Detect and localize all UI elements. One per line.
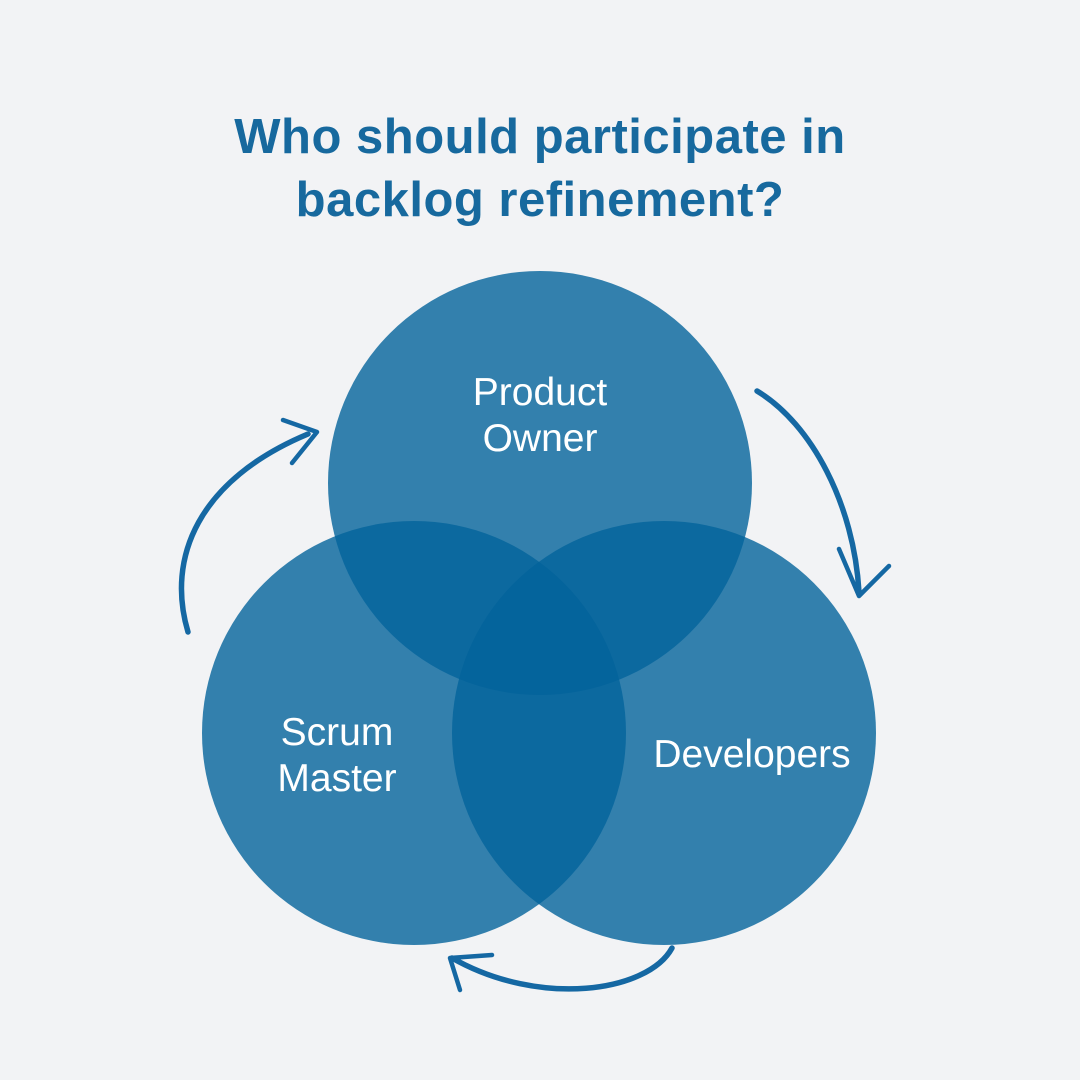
page-title-line-1: Who should participate in (234, 110, 846, 164)
label-product-owner: Product Owner (473, 370, 607, 462)
cycle-arrow-bottom-icon (447, 945, 675, 993)
page-title: Who should participate in backlog refine… (0, 106, 1080, 232)
label-product-owner-line-1: Product (472, 371, 608, 414)
page-title-line-2: backlog refinement? (295, 173, 785, 227)
label-product-owner-line-2: Owner (482, 417, 598, 460)
label-developers: Developers (653, 732, 850, 778)
label-scrum-master: Scrum Master (277, 710, 396, 802)
label-scrum-master-line-2: Master (277, 757, 397, 800)
label-scrum-master-line-1: Scrum (280, 711, 394, 754)
label-developers-line-1: Developers (653, 733, 851, 776)
